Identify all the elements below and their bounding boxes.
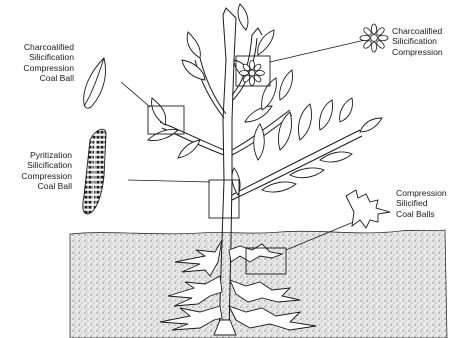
label-charcoalified-coal-ball: Charcoalified Silicification Compression… [6, 42, 74, 84]
label-compression-silicified: Compression Silicified Coal Balls [396, 188, 452, 219]
label-pyritization-coal-ball: Pyritization Silicification Compression … [6, 150, 72, 192]
label-charcoalified-compression: Charcoalified Silicification Compression [392, 26, 452, 57]
oak-leaf-fossil-icon [346, 190, 390, 228]
bark-fossil-icon [83, 129, 106, 214]
flower-fossil-icon [360, 24, 388, 52]
leaf-fossil-icon [84, 58, 106, 108]
leaves [148, 4, 382, 195]
